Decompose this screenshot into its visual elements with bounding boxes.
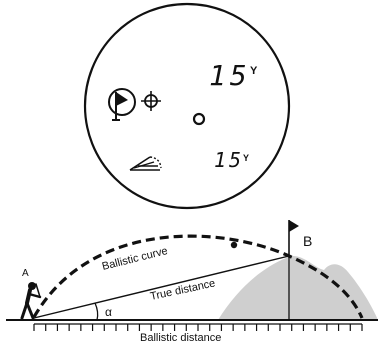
distance-bottom-unit: Y — [243, 153, 249, 163]
viewfinder-circle — [83, 2, 291, 210]
crosshair-icon — [141, 91, 161, 111]
point-b-label: B — [303, 233, 312, 249]
target-flag-icon — [288, 220, 299, 256]
apex-dot — [230, 241, 238, 249]
slope-mode-icon — [129, 156, 162, 171]
point-a-label: A — [22, 268, 29, 279]
flag-mode-icon — [108, 88, 136, 121]
distance-top-unit: Y — [250, 65, 258, 77]
hill-shape — [218, 256, 378, 320]
true-distance-line — [33, 255, 290, 319]
distance-ruler — [33, 323, 363, 331]
ballistic-curve — [32, 234, 364, 319]
distance-top-value: 15 — [209, 59, 251, 92]
viewfinder-display: 15 Y 15 Y — [83, 2, 291, 210]
golfer-icon — [20, 282, 42, 320]
ballistic-diagram: A B α Ballistic curve True distance Ball… — [6, 220, 378, 344]
distance-bottom-value: 15 — [214, 148, 244, 172]
aim-circle-icon — [192, 112, 206, 126]
ballistic-distance-label: Ballistic distance — [140, 332, 221, 344]
angle-arc — [94, 302, 99, 321]
angle-label: α — [105, 305, 112, 319]
